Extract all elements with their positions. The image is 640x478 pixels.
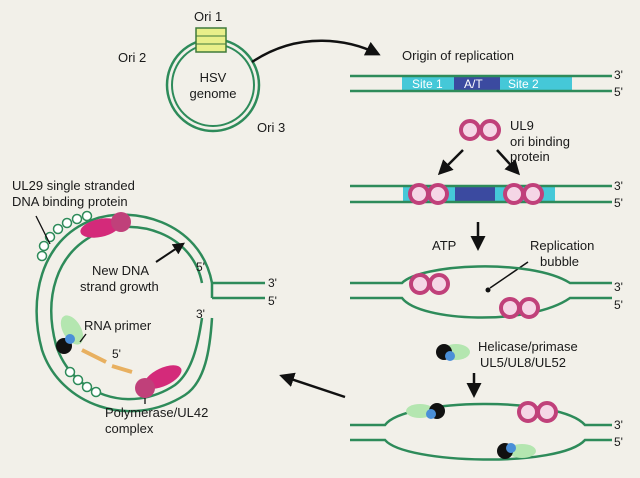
ul29-ssb-circles bbox=[36, 210, 102, 398]
helicase-blue-subunit bbox=[445, 351, 455, 361]
genome-outer-strand bbox=[165, 37, 261, 133]
fork-inner-strand bbox=[50, 225, 204, 401]
replication-fork-panel: 3' 5' 5' 3' UL29 single stranded DNA bin… bbox=[12, 178, 277, 436]
helicase-label-line1: Helicase/primase bbox=[478, 339, 578, 354]
at-box bbox=[454, 76, 500, 91]
bubble-pointer-dot bbox=[485, 287, 491, 293]
ul9-bubble-protein bbox=[518, 297, 540, 319]
ssb-pointer-line bbox=[35, 215, 51, 245]
fork-stage-end-5prime: 5' bbox=[614, 435, 623, 449]
ul9-fork-protein bbox=[536, 401, 558, 423]
ul9-panel: UL9 ori binding protein 3' 5' bbox=[350, 118, 623, 210]
ul9-protein-left bbox=[459, 119, 481, 141]
fork-end-3prime: 3' bbox=[268, 276, 277, 290]
bubble-end-5prime: 5' bbox=[614, 298, 623, 312]
site1-label: Site 1 bbox=[412, 77, 443, 91]
helicase-blue-subunit bbox=[426, 409, 436, 419]
growth-label-line1: New DNA bbox=[92, 263, 149, 278]
ul9-bound-protein bbox=[522, 183, 544, 205]
atp-label: ATP bbox=[432, 238, 456, 253]
origin-title: Origin of replication bbox=[402, 48, 514, 63]
hsv-genome: Ori 1 Ori 2 Ori 3 HSV genome bbox=[118, 9, 285, 135]
genome-inner-strand bbox=[171, 43, 255, 127]
primer-5prime: 5' bbox=[112, 347, 121, 361]
ul29-ssb-circle bbox=[61, 217, 73, 229]
bubble-label-line1: Replication bbox=[530, 238, 594, 253]
ssb-label-line1: UL29 single stranded bbox=[12, 178, 135, 193]
rna-primer-label: RNA primer bbox=[84, 318, 152, 333]
fork-stage-end-3prime: 3' bbox=[614, 418, 623, 432]
pol-label-line2: complex bbox=[105, 421, 154, 436]
ori1-label: Ori 1 bbox=[194, 9, 222, 24]
fork-helicase-blue bbox=[65, 334, 75, 344]
bound-at-box bbox=[455, 186, 495, 202]
ul9-label-line3: protein bbox=[510, 149, 550, 164]
fork-stage-bottom-strand bbox=[350, 438, 612, 461]
rna-primer-2 bbox=[111, 364, 133, 374]
ul9-bubble-protein bbox=[499, 297, 521, 319]
arrow-ul9-left bbox=[437, 149, 464, 176]
ul29-ssb-circle bbox=[64, 366, 76, 378]
ul9-label-line2: ori binding bbox=[510, 134, 570, 149]
arrow-new-strand-growth bbox=[155, 242, 185, 263]
ul29-ssb-circle bbox=[81, 381, 93, 393]
ori1-box bbox=[195, 27, 227, 53]
bubble-end-3prime: 3' bbox=[614, 280, 623, 294]
ul29-ssb-circle bbox=[90, 386, 102, 398]
polymerase-bottom-head bbox=[135, 378, 155, 398]
helicase-panel: Helicase/primase UL5/UL8/UL52 3' 5' bbox=[350, 339, 623, 461]
ori2-label: Ori 2 bbox=[118, 50, 146, 65]
ul9-fork-protein bbox=[517, 401, 539, 423]
at-label: A/T bbox=[464, 77, 483, 91]
polymerase-bottom-body bbox=[144, 365, 182, 389]
ul29-ssb-circle bbox=[38, 240, 50, 252]
bubble-panel: ATP Replication bubble 3' 5' bbox=[350, 222, 623, 319]
ul29-ssb-circle bbox=[52, 223, 64, 235]
origin-end-3prime: 3' bbox=[614, 68, 623, 82]
origin-end-5prime: 5' bbox=[614, 85, 623, 99]
ul9-bound-protein bbox=[427, 183, 449, 205]
bubble-label-line2: bubble bbox=[540, 254, 579, 269]
ori3-label: Ori 3 bbox=[257, 120, 285, 135]
ul9-bubble-protein bbox=[409, 273, 431, 295]
helicase-blue-subunit bbox=[506, 443, 516, 453]
rna-primer-1 bbox=[81, 348, 107, 364]
ul29-ssb-circle bbox=[71, 213, 83, 225]
fork-inner-3prime: 3' bbox=[196, 307, 205, 321]
fork-stage-top-strand bbox=[350, 402, 612, 427]
rna-primer-pointer bbox=[79, 333, 87, 343]
arrow-genome-to-origin bbox=[251, 39, 381, 64]
bubble-bottom-strand bbox=[350, 296, 612, 319]
genome-name-line1: HSV bbox=[200, 70, 227, 85]
bound-end-5prime: 5' bbox=[614, 196, 623, 210]
polymerase-top-head bbox=[111, 212, 131, 232]
helicase-label-line2: UL5/UL8/UL52 bbox=[480, 355, 566, 370]
arrow-to-replication-fork bbox=[279, 372, 346, 399]
fork-inner-5prime: 5' bbox=[196, 260, 205, 274]
arrow-ul9-right bbox=[496, 149, 521, 176]
polymerase-top-body bbox=[80, 218, 120, 238]
pol-label-line1: Polymerase/UL42 bbox=[105, 405, 208, 420]
ul9-label-line1: UL9 bbox=[510, 118, 534, 133]
ul29-ssb-circle bbox=[72, 374, 84, 386]
ul9-bound-protein bbox=[503, 183, 525, 205]
bound-end-3prime: 3' bbox=[614, 179, 623, 193]
genome-name-line2: genome bbox=[190, 86, 237, 101]
bubble-pointer-line bbox=[489, 261, 529, 289]
ul9-bubble-protein bbox=[428, 273, 450, 295]
fork-outer-strand bbox=[35, 213, 214, 413]
growth-label-line2: strand growth bbox=[80, 279, 159, 294]
ssb-label-line2: DNA binding protein bbox=[12, 194, 128, 209]
ul29-ssb-circle bbox=[36, 250, 48, 262]
site2-label: Site 2 bbox=[508, 77, 539, 91]
bubble-top-strand bbox=[350, 265, 612, 285]
origin-panel: Origin of replication Site 1 A/T Site 2 … bbox=[350, 48, 623, 99]
ul9-protein-right bbox=[479, 119, 501, 141]
ul9-bound-protein bbox=[408, 183, 430, 205]
fork-end-5prime: 5' bbox=[268, 294, 277, 308]
ul29-ssb-circle bbox=[81, 210, 93, 222]
